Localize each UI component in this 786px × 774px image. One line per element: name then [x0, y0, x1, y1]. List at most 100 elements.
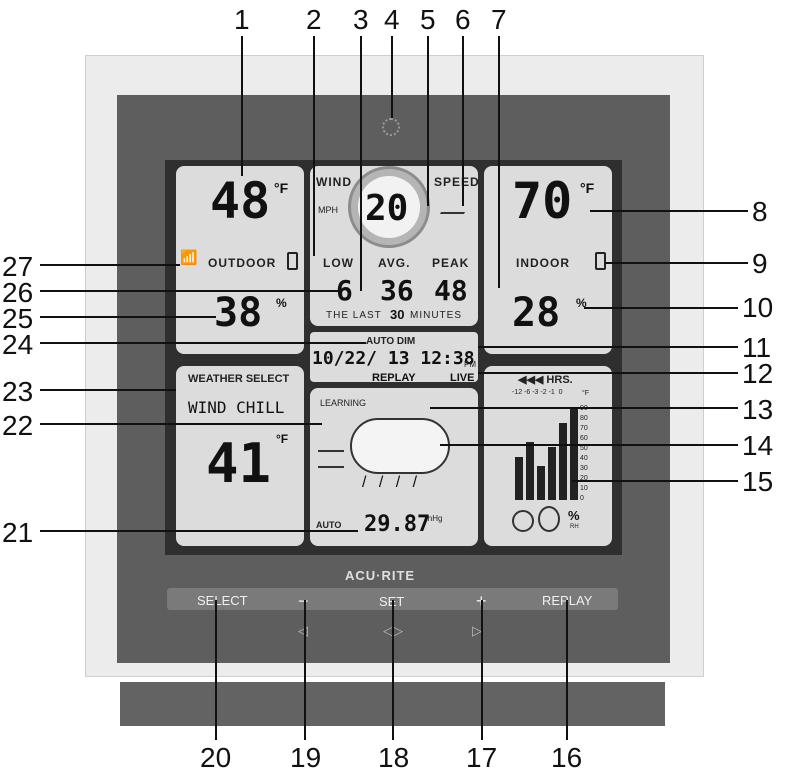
- callout-14: 14: [742, 430, 774, 461]
- minus-button[interactable]: −: [298, 592, 309, 610]
- scale-tick: 90: [580, 404, 600, 414]
- scale-tick: 70: [580, 425, 588, 432]
- callout-26: 26: [2, 277, 34, 308]
- history-bar: [526, 442, 534, 500]
- indoor-temp-value: 70: [512, 172, 573, 230]
- scale-tick: 40: [580, 455, 588, 462]
- leader-line: [566, 600, 568, 740]
- callout-2: 2: [306, 4, 322, 35]
- wind-label: WIND: [316, 175, 352, 189]
- wind-chill-label: WIND CHILL: [188, 398, 285, 417]
- history-bar-graph: [515, 404, 578, 500]
- left-arrow-icon: ◁: [298, 623, 308, 638]
- outdoor-humidity-value: 38: [214, 290, 263, 336]
- leader-line: [40, 316, 216, 318]
- weather-select-label: WEATHER SELECT: [188, 373, 290, 385]
- rain-icon: / / / /: [362, 474, 422, 491]
- leader-line: [605, 262, 748, 264]
- callout-15: 15: [742, 466, 774, 497]
- history-bar: [570, 409, 578, 500]
- leader-line: [40, 389, 176, 391]
- scale-values: 90 80 70 60 50 40 30 20 10 0: [580, 404, 600, 504]
- indoor-humidity-unit: %: [576, 296, 587, 310]
- callout-8: 8: [752, 196, 768, 227]
- button-strip: [167, 588, 618, 610]
- thermometer-icon: [538, 506, 560, 532]
- peak-label: PEAK: [432, 256, 470, 270]
- wind-speed-value: 20: [365, 188, 409, 229]
- callout-13: 13: [742, 394, 774, 425]
- history-bar: [515, 457, 523, 500]
- pm-label: PM: [464, 360, 476, 369]
- last-minutes-value: 30: [390, 307, 405, 322]
- light-sensor-icon: [382, 118, 400, 136]
- signal-icon: 📶: [180, 249, 198, 265]
- scale-top-label: °F: [582, 390, 590, 397]
- learning-label: LEARNING: [320, 398, 367, 408]
- scale-tick: 0: [580, 495, 584, 502]
- callout-6: 6: [455, 4, 471, 35]
- wind-chill-unit: °F: [276, 432, 289, 446]
- leader-line: [590, 210, 748, 212]
- leader-line: [478, 346, 738, 348]
- clock-panel: [310, 332, 478, 382]
- callout-22: 22: [2, 410, 34, 441]
- leader-line: [440, 444, 738, 446]
- leader-line: [313, 36, 315, 256]
- leader-line: [584, 307, 738, 309]
- callout-20: 20: [200, 742, 232, 773]
- callout-4: 4: [384, 4, 400, 35]
- callout-16: 16: [551, 742, 583, 773]
- low-label: LOW: [323, 256, 354, 270]
- leader-line: [40, 530, 358, 532]
- avg-label: AVG.: [378, 256, 411, 270]
- cloud-icon: [350, 418, 450, 474]
- callout-3: 3: [353, 4, 369, 35]
- scale-tick: 60: [580, 435, 588, 442]
- scale-tick: 80: [580, 415, 588, 422]
- weather-select-panel: [176, 366, 304, 546]
- callout-7: 7: [491, 4, 507, 35]
- scale-tick: 10: [580, 485, 588, 492]
- leader-line: [241, 36, 243, 176]
- leader-line: [391, 36, 393, 118]
- leader-line: [40, 423, 322, 425]
- set-button[interactable]: SET: [379, 595, 404, 608]
- indoor-label: INDOOR: [516, 256, 570, 270]
- callout-10: 10: [742, 292, 774, 323]
- scale-tick: 30: [580, 465, 588, 472]
- brand-logo: ACU·RITE: [345, 568, 416, 583]
- callout-24: 24: [2, 329, 34, 360]
- leader-line: [572, 480, 738, 482]
- rh-icon: %: [568, 508, 580, 523]
- battery-icon: [287, 252, 298, 270]
- leader-line: [40, 290, 340, 292]
- indoor-panel: [484, 166, 612, 354]
- outdoor-label: OUTDOOR: [208, 256, 277, 270]
- callout-23: 23: [2, 376, 34, 407]
- right-arrow-icon: ▷: [472, 623, 482, 638]
- leader-line: [478, 372, 738, 374]
- history-bar: [559, 423, 567, 500]
- pressure-unit: inHg: [426, 514, 443, 523]
- callout-21: 21: [2, 517, 34, 548]
- wind-gauge-icon: [512, 510, 534, 532]
- select-button[interactable]: SELECT: [197, 593, 248, 608]
- leader-line: [427, 36, 429, 206]
- replay-label: REPLAY: [372, 372, 416, 384]
- callout-19: 19: [290, 742, 322, 773]
- mph-label: MPH: [318, 205, 338, 215]
- datetime-value: 10/22/ 13 12:38: [312, 348, 475, 369]
- leader-line: [40, 342, 366, 344]
- callout-17: 17: [466, 742, 498, 773]
- indoor-temp-unit: °F: [580, 180, 595, 196]
- callout-1: 1: [234, 4, 250, 35]
- history-bar: [537, 466, 545, 500]
- avg-value: 36: [380, 274, 414, 307]
- rh-sub-label: RH: [570, 524, 579, 530]
- outdoor-humidity-unit: %: [276, 296, 287, 310]
- leader-line: [304, 600, 306, 740]
- last-minutes-prefix: THE LAST: [326, 310, 382, 321]
- outdoor-temp-value: 48: [210, 172, 271, 230]
- wind-chill-value: 41: [206, 432, 272, 495]
